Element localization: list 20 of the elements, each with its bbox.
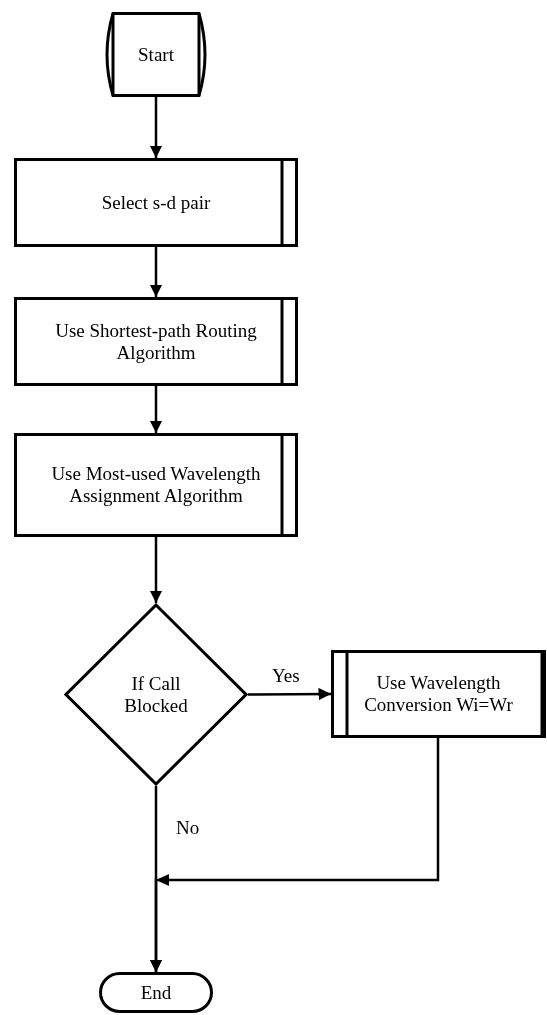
process-box bbox=[14, 158, 298, 247]
node-text: Start bbox=[138, 43, 174, 66]
node-text: End bbox=[140, 981, 172, 1004]
connector-arrow bbox=[149, 97, 163, 158]
node-text: Use Shortest-path Routing Algorithm bbox=[54, 319, 258, 364]
node-text: Select s-d pair bbox=[101, 191, 211, 214]
process-box bbox=[14, 297, 298, 386]
node-text: Use Wavelength Conversion Wi=Wr bbox=[363, 672, 514, 716]
end-terminal bbox=[99, 972, 213, 1013]
process-box bbox=[331, 650, 546, 738]
process-box bbox=[14, 433, 298, 537]
decision-diamond bbox=[64, 603, 248, 786]
edge-label: No bbox=[176, 818, 200, 837]
connector-arrow bbox=[248, 687, 331, 701]
connector-arrow bbox=[149, 386, 163, 433]
connector-arrow bbox=[149, 537, 163, 603]
edge-label: Yes bbox=[272, 666, 300, 685]
connector-arrow bbox=[149, 247, 163, 297]
node-text: If Call Blocked bbox=[123, 672, 189, 717]
node-text: Use Most-used Wavelength Assignment Algorithm bbox=[50, 463, 262, 507]
